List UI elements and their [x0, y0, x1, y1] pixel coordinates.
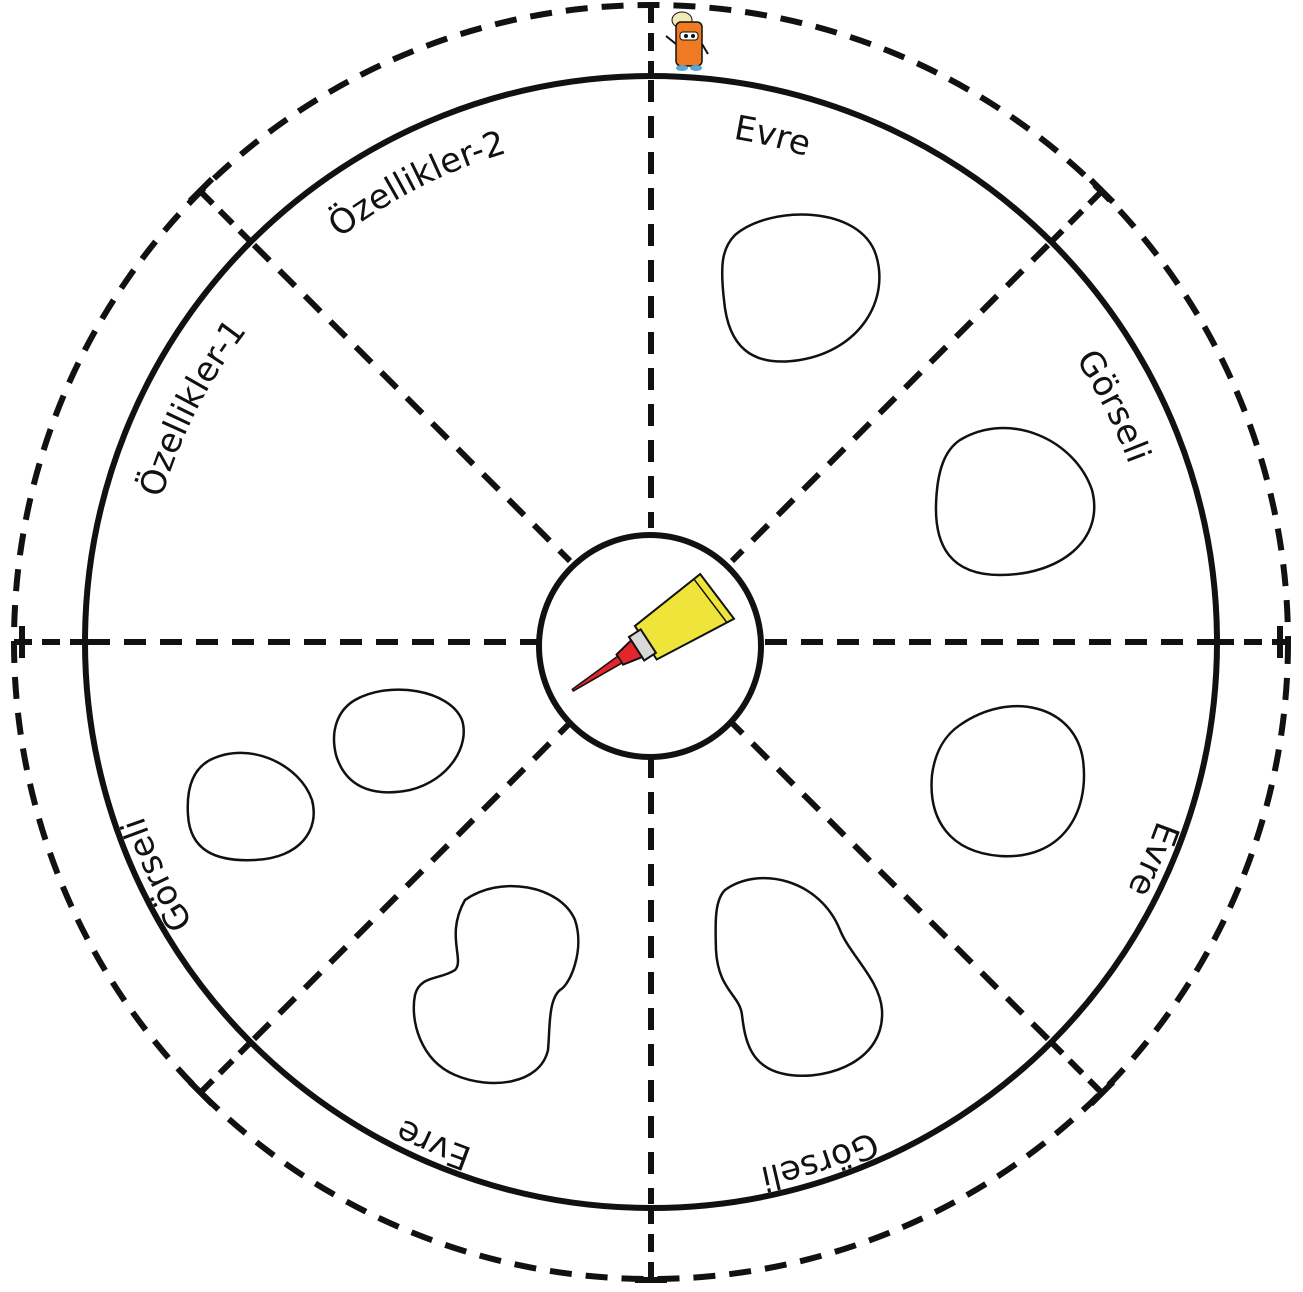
- mascot-icon: [666, 12, 708, 71]
